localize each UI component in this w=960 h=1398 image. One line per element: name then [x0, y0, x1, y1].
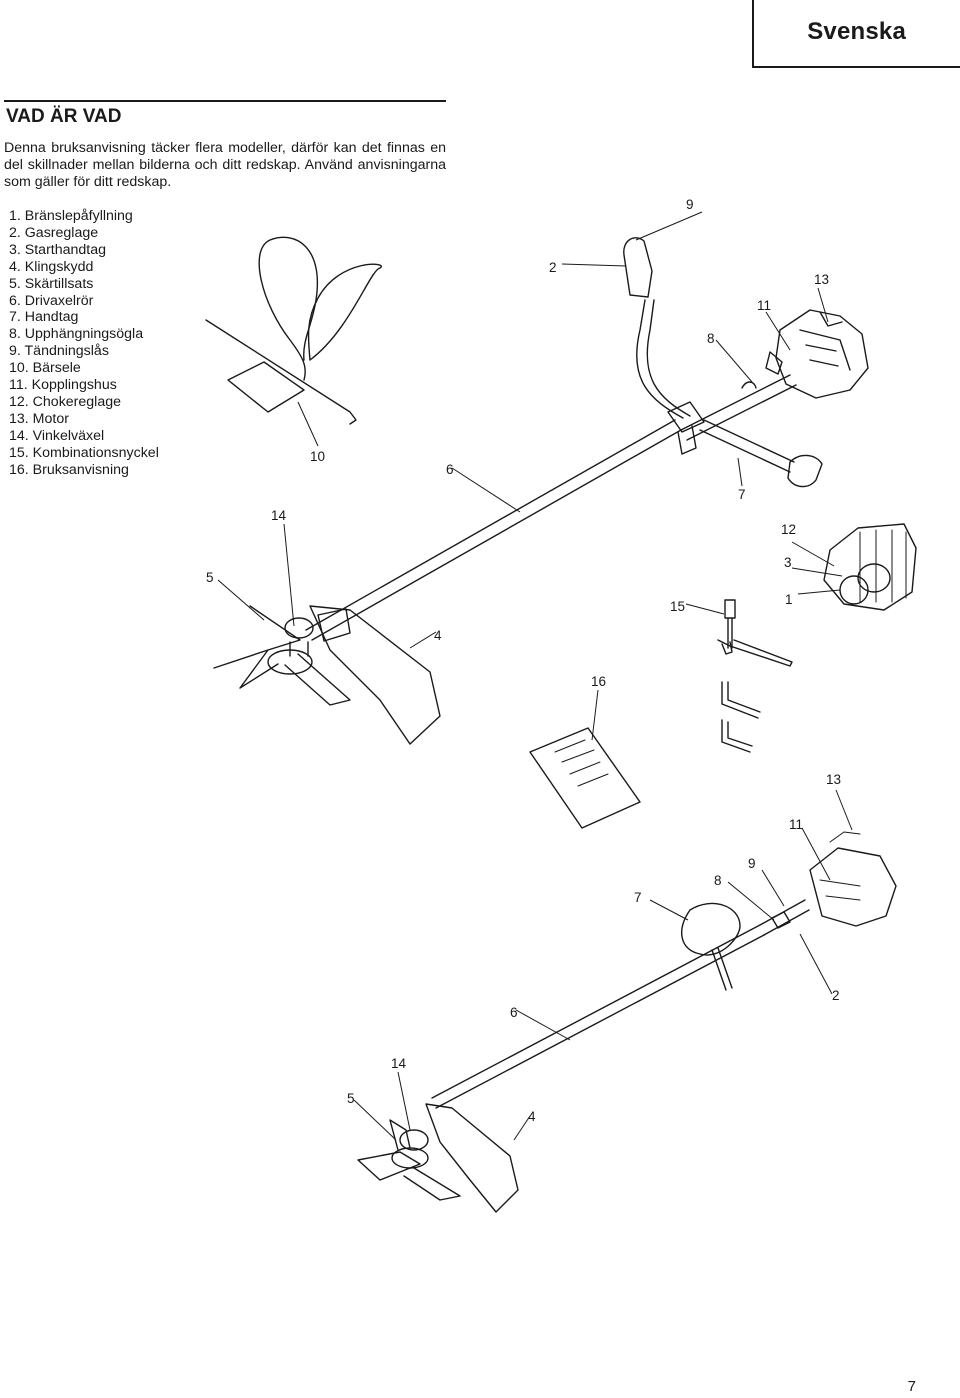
parts-list-item: 6. Drivaxelrör	[9, 292, 94, 309]
harness-strap-left	[258, 236, 319, 381]
callout-number: 6	[446, 462, 454, 477]
callout-number: 15	[670, 599, 685, 614]
parts-list-item: 7. Handtag	[9, 309, 79, 326]
throttle-grip	[623, 237, 653, 298]
callout-number: 9	[748, 856, 756, 871]
callout-number: 5	[347, 1091, 355, 1106]
blade-guard	[425, 1103, 519, 1213]
callout-number: 2	[549, 260, 557, 275]
handle-bar-left	[635, 299, 691, 419]
engine-housing	[809, 847, 897, 927]
callout-number: 10	[310, 449, 325, 464]
parts-list-item: 5. Skärtillsats	[9, 275, 94, 292]
callout-number: 13	[814, 272, 829, 287]
callout-number: 8	[707, 331, 715, 346]
callout-number: 11	[757, 298, 771, 313]
callout-number: 11	[789, 817, 803, 832]
handle-grip-right	[787, 454, 823, 488]
parts-list-item: 13. Motor	[9, 410, 69, 427]
page-number: 7	[907, 1378, 916, 1395]
harness-belt	[205, 319, 357, 425]
handle-bar-right	[699, 419, 795, 473]
parts-list-item: 10. Bärsele	[9, 360, 81, 377]
callout-number: 16	[591, 674, 606, 689]
callout-number: 2	[832, 988, 840, 1003]
parts-list-item: 15. Kombinationsnyckel	[9, 444, 159, 461]
parts-list-item: 1. Bränslepåfyllning	[9, 208, 133, 224]
callout-labels-top: 9 2 13 11 8 10 6 7 14 12 3 5 1 15 4 16	[206, 197, 829, 689]
callout-number: 5	[206, 570, 214, 585]
callout-number: 4	[434, 628, 442, 643]
angle-gear-head	[284, 617, 314, 657]
loop-handle	[681, 902, 741, 956]
parts-list-item: 11. Kopplingshus	[9, 377, 117, 394]
callout-number: 9	[686, 197, 694, 212]
blade-hub	[267, 649, 313, 675]
parts-list-item: 14. Vinkelväxel	[9, 427, 105, 444]
callout-number: 3	[784, 555, 792, 570]
angle-gear-head	[399, 1129, 429, 1151]
callout-number: 1	[785, 592, 793, 607]
language-tab: Svenska	[752, 0, 960, 68]
callout-number: 12	[781, 522, 796, 537]
harness-illustration	[205, 236, 383, 425]
harness-hip-pad	[227, 361, 305, 413]
cutting-blade	[357, 1119, 461, 1201]
parts-list-item: 16. Bruksanvisning	[9, 461, 129, 478]
combination-wrench-illustration	[717, 599, 793, 667]
cutting-blade	[213, 605, 351, 706]
engine-detail-illustration	[823, 523, 917, 611]
parts-list-item: 3. Starthandtag	[9, 241, 107, 258]
callout-number: 14	[391, 1056, 407, 1071]
parts-list-item: 8. Upphängningsögla	[9, 326, 144, 343]
title-rule	[4, 100, 446, 102]
parts-list-item: 4. Klingskydd	[9, 258, 94, 275]
engine-housing	[775, 309, 869, 399]
callout-number: 4	[528, 1109, 536, 1124]
drive-shaft-tube	[431, 924, 765, 1109]
blade-hub	[391, 1147, 429, 1169]
callout-number: 6	[510, 1005, 518, 1020]
section-title: VAD ÄR VAD	[6, 106, 122, 127]
parts-list-item: 12. Chokereglage	[9, 393, 122, 410]
callout-number: 14	[271, 508, 287, 523]
callout-labels-bottom: 13 11 9 8 7 2 6 14 5 4	[347, 772, 841, 1124]
callout-number: 13	[826, 772, 841, 787]
parts-list-item: 2. Gasreglage	[9, 224, 99, 241]
hanger-loop	[741, 381, 757, 389]
hex-keys-illustration	[721, 681, 761, 753]
throttle-grip	[771, 911, 791, 929]
handle-clamp	[667, 401, 705, 455]
callout-number: 7	[634, 890, 642, 905]
parts-list: 1. Bränslepåfyllning 2. Gasreglage 3. St…	[9, 208, 159, 479]
callout-number: 8	[714, 873, 722, 888]
callout-number: 7	[738, 487, 746, 502]
drive-shaft-tube	[305, 419, 682, 641]
parts-list-item: 9. Tändningslås	[9, 343, 109, 360]
language-label: Svenska	[807, 18, 906, 45]
blade-guard	[309, 605, 441, 745]
intro-paragraph: Denna bruksanvisning täcker flera modell…	[4, 140, 446, 190]
brushcutter-loop-handle-illustration	[357, 831, 897, 1213]
manual-booklet-illustration	[529, 727, 641, 829]
harness-strap-right	[307, 263, 383, 361]
